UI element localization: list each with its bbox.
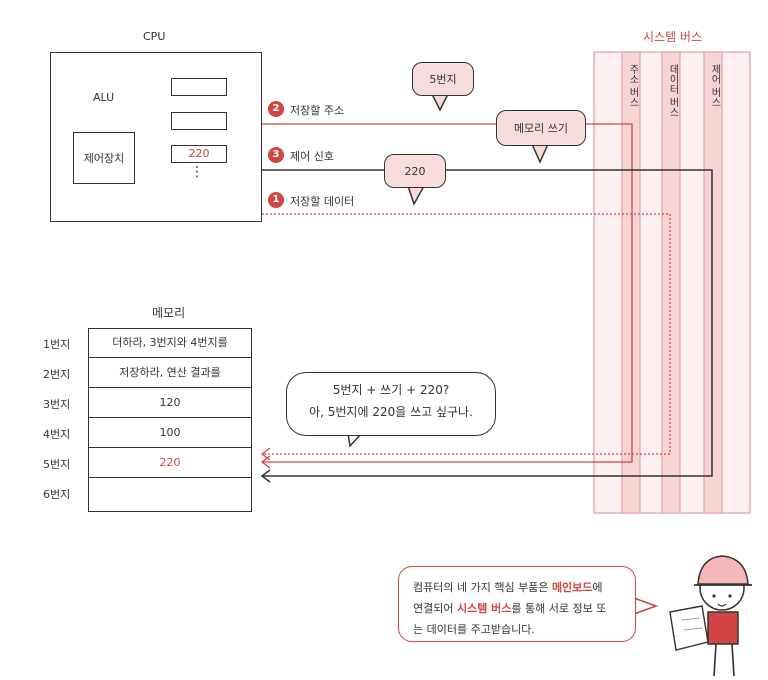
- address-value-bubble: 5번지: [412, 62, 474, 96]
- memory-address: 4번지: [43, 428, 71, 441]
- control-bus-lane: [703, 51, 723, 514]
- register-3: 220: [171, 145, 227, 163]
- info-callout: 컴퓨터의 네 가지 핵심 부품은 메인보드에 연결되어 시스템 버스를 통해 서…: [398, 566, 636, 642]
- info-tail: [633, 597, 659, 615]
- memory-title: 메모리: [152, 306, 186, 320]
- info-line-3: 는 데이터를 주고받습니다.: [413, 623, 535, 636]
- address-step-badge: 2: [268, 101, 284, 117]
- address-line: [262, 123, 633, 463]
- register-2: [171, 112, 227, 130]
- control-line: [262, 169, 713, 477]
- data-signal-label: 저장할 데이터: [290, 195, 355, 208]
- info-highlight-system-bus: 시스템 버스: [456, 602, 512, 615]
- info-highlight-mainboard: 메인보드: [551, 581, 593, 594]
- register-1: [171, 78, 227, 96]
- data-bubble-tail: [407, 185, 425, 206]
- info-text: 연결되어: [413, 602, 457, 615]
- data-bus-lane: [661, 51, 681, 514]
- address-bus-lane: [621, 51, 641, 514]
- memory-address: 5번지: [43, 458, 71, 471]
- memory-cell: 120: [88, 388, 252, 418]
- control-bubble-tail: [531, 143, 549, 164]
- memory-cell: 100: [88, 418, 252, 448]
- thought-line-2: 아, 5번지에 220을 쓰고 싶구나.: [309, 405, 473, 419]
- info-line-2: 연결되어 시스템 버스를 통해 서로 정보 또: [413, 598, 621, 619]
- info-text: 를 통해 서로 정보 또: [511, 602, 607, 615]
- data-bus-label: 데이터 버스: [667, 64, 678, 118]
- engineer-illustration: [669, 555, 752, 677]
- data-line: [262, 213, 671, 455]
- address-bus-label: 주소 버스: [627, 64, 638, 108]
- thought-line-1: 5번지 + 쓰기 + 220?: [332, 383, 450, 397]
- memory-cell: 더하라, 3번지와 4번지를: [88, 328, 252, 358]
- memory-address: 1번지: [43, 338, 71, 351]
- info-text: 에: [592, 581, 603, 594]
- memory-cell: 저장하라, 연산 결과를: [88, 358, 252, 388]
- cpu-title: CPU: [143, 30, 166, 43]
- control-arrowhead: [260, 469, 271, 483]
- address-signal-label: 저장할 주소: [290, 104, 345, 117]
- memory-address: 6번지: [43, 488, 71, 501]
- memory-cell: [88, 478, 252, 508]
- memory-box: [88, 328, 252, 512]
- memory-cell-highlight: 220: [88, 448, 252, 478]
- register-ellipsis: ⋮: [190, 164, 204, 180]
- control-step-badge: 3: [268, 147, 284, 163]
- memory-address: 3번지: [43, 398, 71, 411]
- info-line-1: 컴퓨터의 네 가지 핵심 부품은 메인보드에: [413, 577, 621, 598]
- data-step-badge: 1: [268, 192, 284, 208]
- control-value-bubble: 메모리 쓰기: [496, 110, 586, 146]
- alu-label: ALU: [93, 91, 115, 104]
- system-bus-title: 시스템 버스: [643, 30, 703, 44]
- address-bubble-tail: [431, 93, 449, 112]
- data-value-bubble: 220: [384, 154, 446, 188]
- control-bus-label: 제어 버스: [709, 64, 720, 108]
- info-text: 컴퓨터의 네 가지 핵심 부품은: [413, 581, 552, 594]
- control-signal-label: 제어 신호: [290, 150, 334, 163]
- control-unit: 제어장치: [73, 132, 135, 184]
- thought-bubble: 5번지 + 쓰기 + 220? 아, 5번지에 220을 쓰고 싶구나.: [286, 372, 496, 436]
- memory-address: 2번지: [43, 368, 71, 381]
- thought-tail: [347, 432, 363, 448]
- address-arrowhead: [260, 455, 271, 469]
